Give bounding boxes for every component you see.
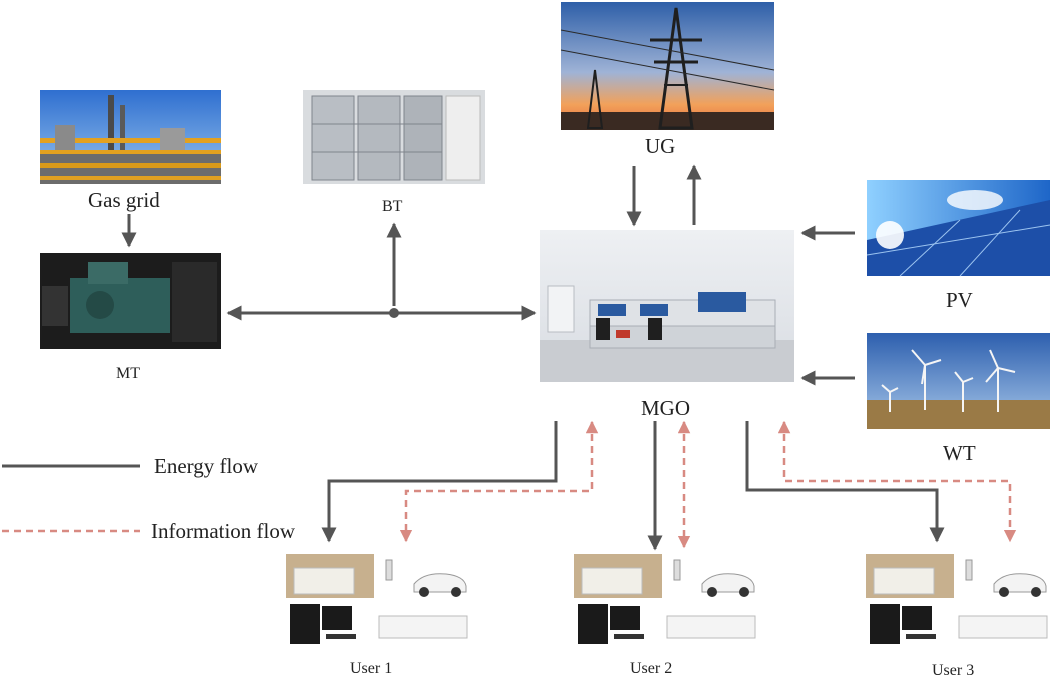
user-1-information-flow bbox=[399, 420, 599, 543]
wt-label: WT bbox=[943, 441, 976, 465]
wind-turbine-image bbox=[867, 333, 1050, 429]
ug-label: UG bbox=[645, 134, 676, 158]
user-1-label: User 1 bbox=[350, 660, 393, 677]
user-1-devices bbox=[286, 554, 468, 644]
user-3-information-flow bbox=[777, 420, 1017, 543]
mt-label: MT bbox=[116, 365, 140, 382]
battery-image bbox=[303, 90, 485, 184]
gas-grid-image bbox=[40, 90, 221, 184]
photovoltaic-image bbox=[866, 180, 1051, 277]
mgo-to-user-1-energy bbox=[321, 421, 558, 543]
user-2-label: User 2 bbox=[630, 660, 673, 677]
utility-grid-image bbox=[560, 2, 775, 130]
user-3-devices bbox=[866, 554, 1048, 644]
user-2-devices bbox=[574, 554, 756, 644]
mgo-label: MGO bbox=[641, 396, 691, 420]
user-3-label: User 3 bbox=[932, 662, 975, 679]
legend-energy-label: Energy flow bbox=[154, 454, 259, 478]
bus-junction-dot bbox=[389, 308, 399, 318]
pv-label: PV bbox=[946, 288, 973, 312]
micro-turbine-image bbox=[40, 253, 221, 349]
legend-information-label: Information flow bbox=[151, 519, 296, 543]
gas-grid-label: Gas grid bbox=[88, 188, 160, 212]
control-room-image bbox=[540, 230, 794, 382]
bt-label: BT bbox=[382, 198, 403, 215]
